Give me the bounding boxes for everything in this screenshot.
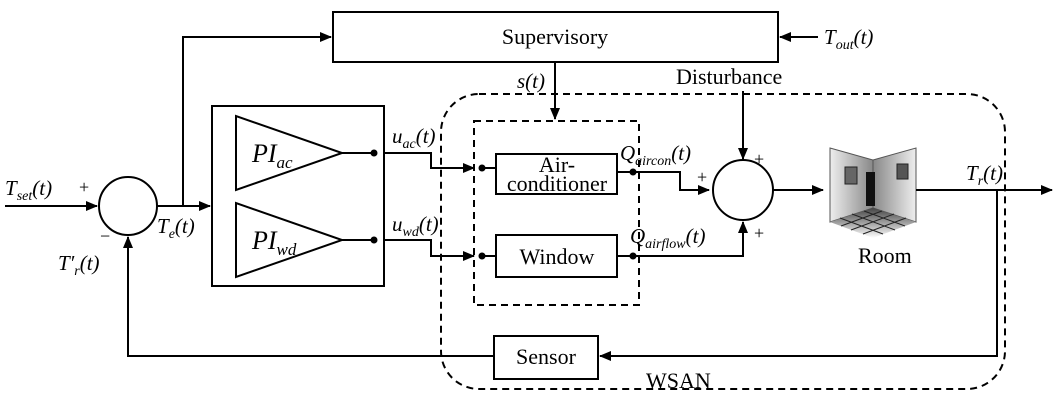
sum2-bottom-plus-sign: + bbox=[754, 223, 764, 243]
t-set-label: Tset(t) bbox=[5, 176, 52, 204]
aircon-input-node bbox=[478, 164, 486, 172]
t-out-label: Tout(t) bbox=[824, 25, 873, 53]
sum2-top-plus-sign: + bbox=[754, 149, 764, 169]
t-r-label: Tr(t) bbox=[966, 161, 1003, 189]
t-e-label: Te(t) bbox=[157, 214, 195, 242]
sum2-left-plus-sign: + bbox=[697, 167, 707, 187]
pi-wd-controller bbox=[235, 201, 346, 279]
feedback-to-sensor-arrow bbox=[599, 190, 998, 361]
summing-junction-heat bbox=[712, 159, 774, 221]
s-label: s(t) bbox=[517, 69, 545, 93]
room-icon bbox=[829, 147, 917, 238]
error-to-supervisory-arrow bbox=[182, 32, 332, 206]
q-aircon-label: Qaircon(t) bbox=[620, 141, 691, 169]
window-input-node bbox=[478, 252, 486, 260]
room-label: Room bbox=[858, 243, 912, 268]
pi-ac-output-node bbox=[370, 149, 378, 157]
sum1-plus-sign: + bbox=[79, 177, 89, 197]
air-conditioner-label-2: conditioner bbox=[507, 171, 608, 196]
u-wd-arrow bbox=[384, 239, 475, 261]
pi-ac-label: PIac bbox=[251, 139, 293, 172]
sensor-block bbox=[493, 335, 599, 380]
wsan-region bbox=[440, 93, 1006, 390]
air-conditioner-label-1: Air- bbox=[539, 152, 575, 177]
u-ac-label: uac(t) bbox=[392, 124, 436, 152]
q-aircon-arrow bbox=[633, 171, 710, 195]
disturbance-label: Disturbance bbox=[676, 64, 782, 89]
u-wd-label: uwd(t) bbox=[392, 212, 439, 240]
u-ac-arrow bbox=[384, 152, 475, 173]
sum1-minus-sign: − bbox=[100, 226, 110, 246]
pi-wd-output-node bbox=[370, 236, 378, 244]
window-label: Window bbox=[520, 244, 595, 269]
pi-ac-controller bbox=[235, 114, 346, 192]
pi-wd-label: PIwd bbox=[251, 226, 297, 259]
supervisory-label: Supervisory bbox=[502, 24, 608, 49]
t-r-prime-label: T′r(t) bbox=[58, 251, 100, 279]
wsan-label: WSAN bbox=[646, 368, 711, 393]
window-block bbox=[495, 234, 618, 278]
q-airflow-label: Qairflow(t) bbox=[630, 224, 705, 252]
sensor-feedback-arrow bbox=[123, 236, 494, 357]
air-conditioner-block bbox=[495, 153, 618, 195]
actuator-region bbox=[473, 120, 640, 306]
q-airflow-arrow bbox=[633, 221, 748, 257]
sensor-label: Sensor bbox=[516, 344, 577, 369]
